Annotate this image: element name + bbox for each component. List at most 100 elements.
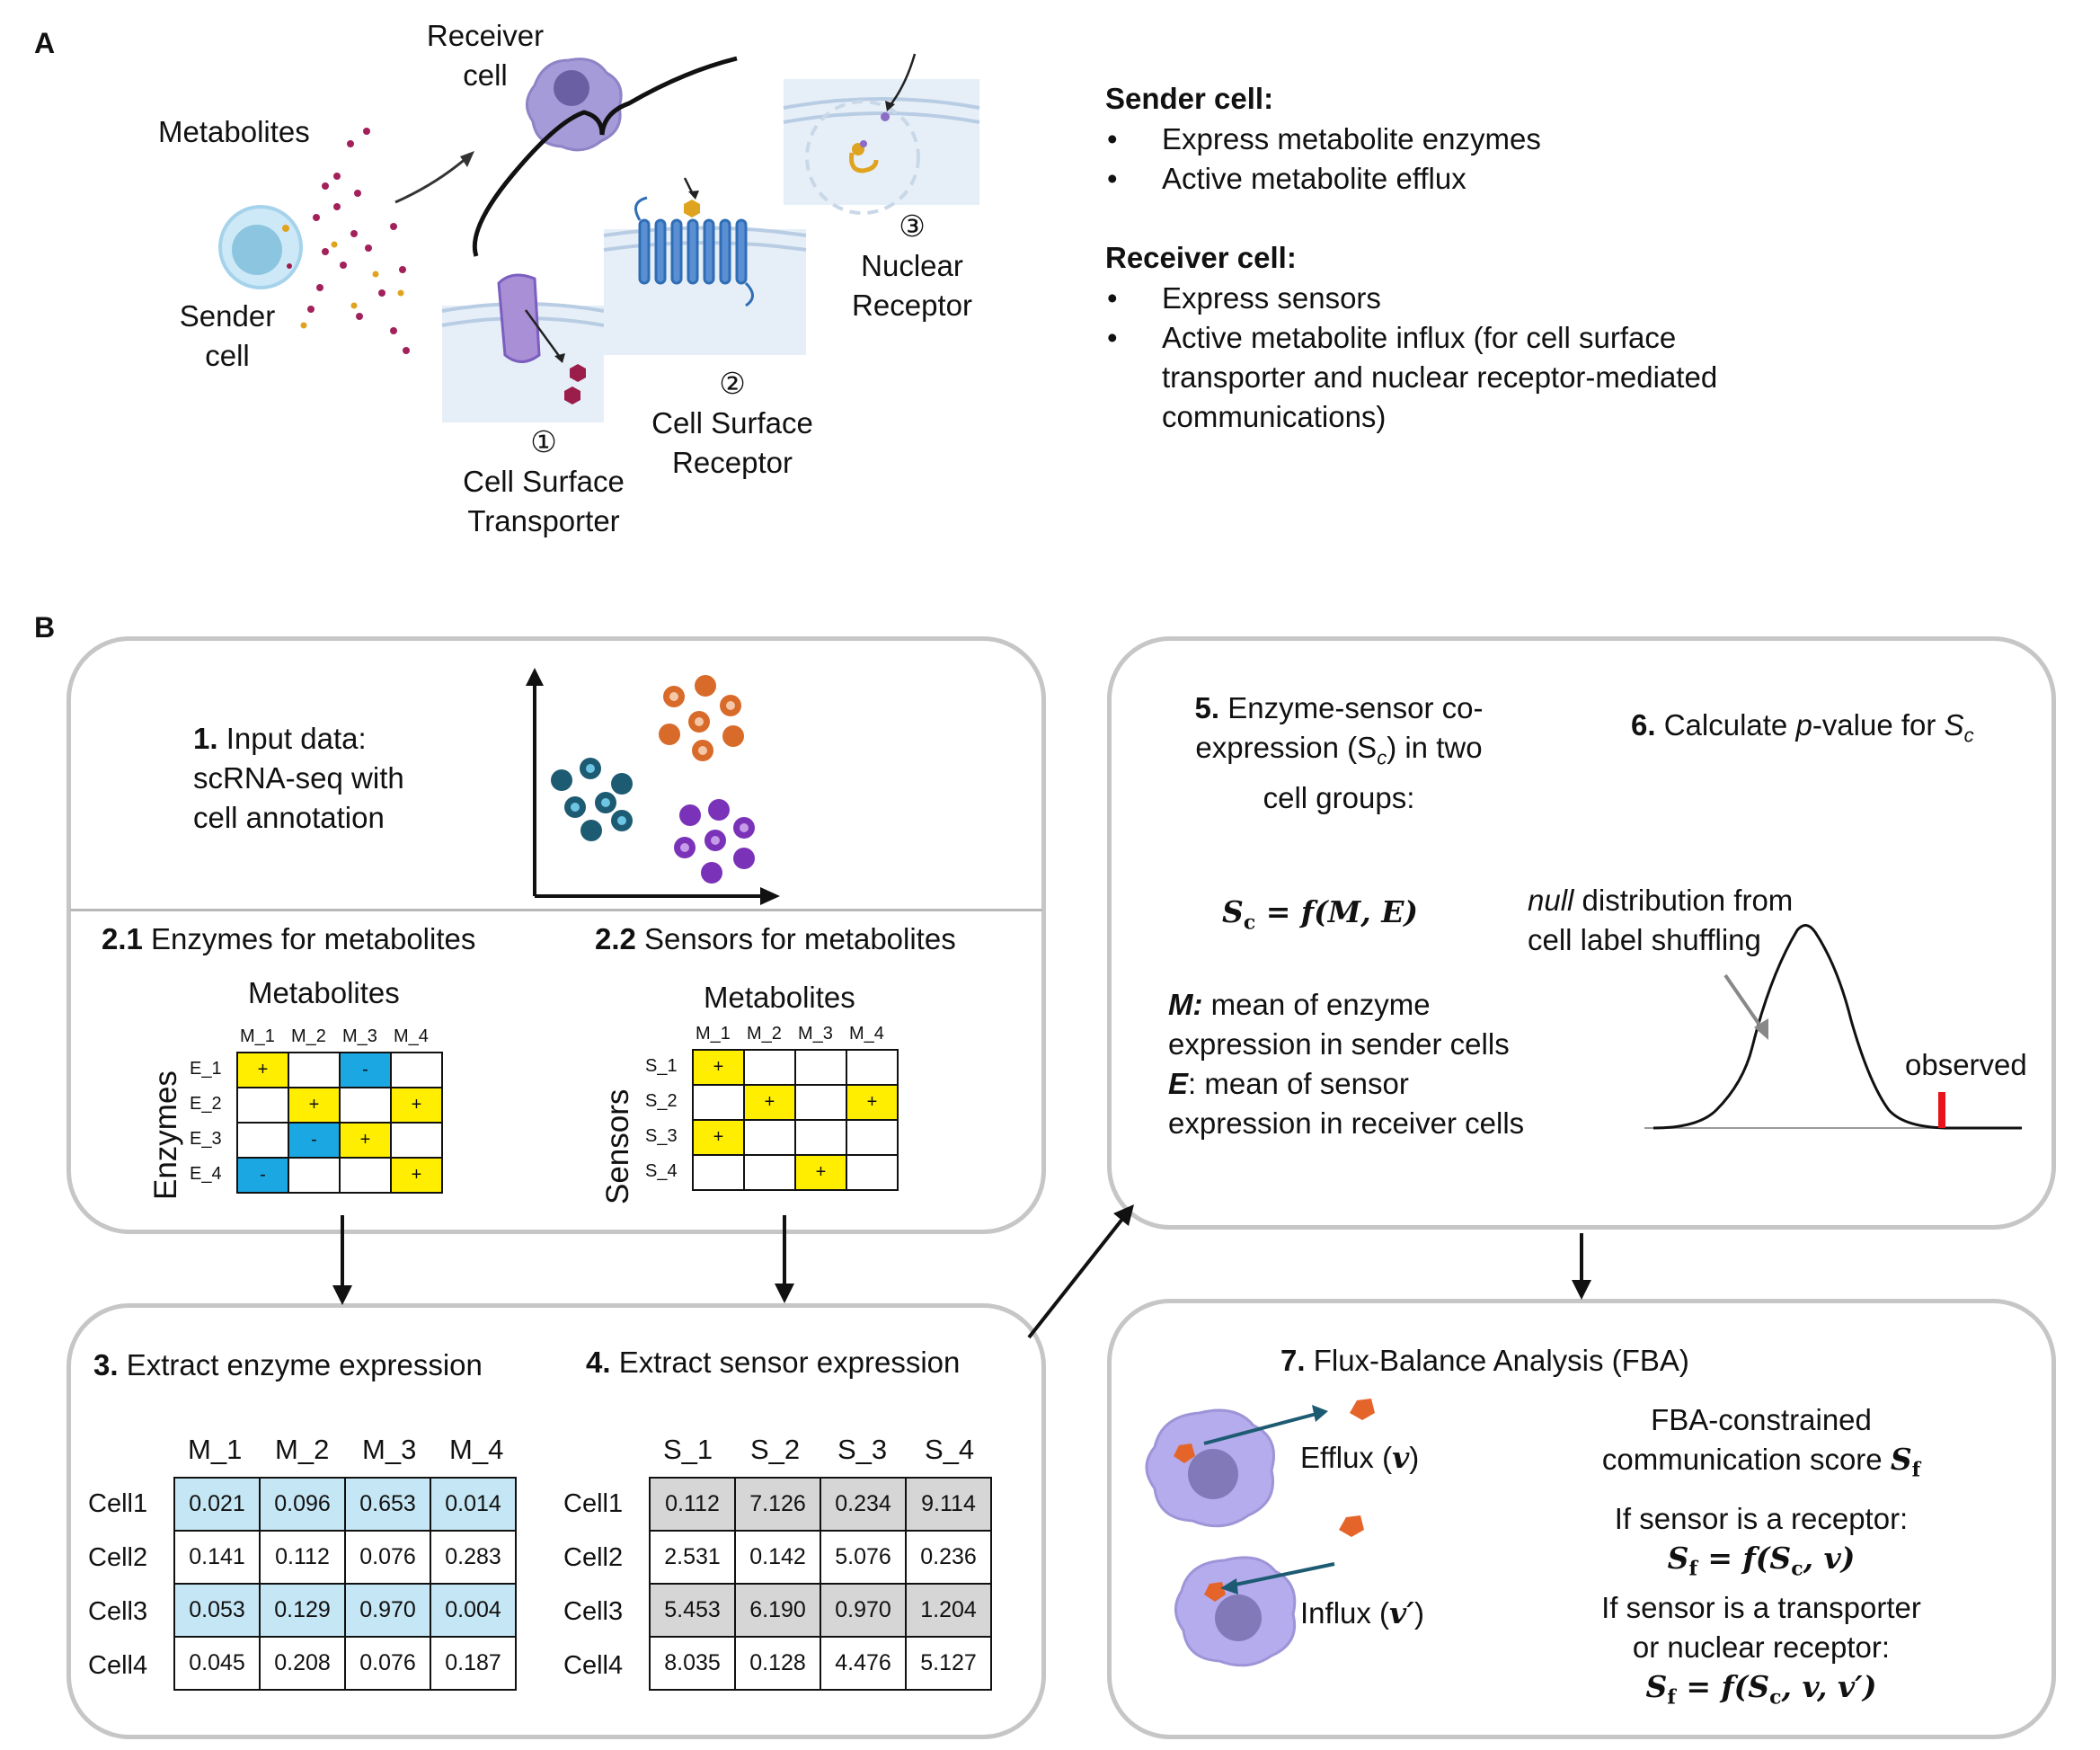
grid-row-header: E_1 (190, 1059, 222, 1079)
e-text-1: : mean of sensor (1188, 1067, 1409, 1100)
observed-label: observed (1905, 1048, 2027, 1081)
arrow-to-receiver-icon (394, 155, 468, 204)
step21-axis-title: Metabolites (248, 976, 400, 1009)
expr-col-header: M_3 (362, 1434, 417, 1465)
step1-line-1: Input data: (217, 722, 367, 755)
step5-line-3: cell groups: (1263, 780, 1415, 814)
sc-formula: Sc = f(M, E) (1222, 893, 1418, 943)
step21-title: 2.1 Enzymes for metabolites (102, 919, 475, 959)
expr-cell: 0.112 (649, 1477, 736, 1532)
arrow-step4-to-step5-icon (1027, 1204, 1134, 1339)
expr-cell: 0.053 (173, 1583, 261, 1638)
transporter-label: ① Cell Surface Transporter (431, 422, 656, 541)
receptor-illustration (603, 177, 807, 355)
fba-box (1107, 1299, 2056, 1739)
step6-title: 6. Calculate p-value for Sc (1631, 706, 1974, 756)
grid-cell: + (692, 1049, 745, 1086)
f1-rest: = f(S (1697, 1540, 1792, 1576)
grid-cell (390, 1122, 443, 1159)
grid-cell (390, 1052, 443, 1088)
grid-cell (288, 1157, 341, 1194)
f2-s: S (1645, 1669, 1668, 1705)
step6-p: p (1795, 708, 1812, 742)
score-sym: S (1890, 1442, 1912, 1477)
grid-cell (794, 1119, 847, 1156)
step1-text: 1. Input data: scRNA-seq with cell annot… (193, 719, 404, 838)
grid-col-header: M_1 (240, 1026, 275, 1046)
grid-cell (236, 1087, 289, 1124)
grid-cell (339, 1087, 392, 1124)
grid-cell (743, 1049, 796, 1086)
expr-row-label: Cell1 (88, 1489, 148, 1518)
grid-row-header: E_2 (190, 1094, 222, 1114)
sender-bullet-1-dot: • (1107, 122, 1118, 155)
grid-row-header: S_2 (645, 1091, 678, 1111)
grid-col-header: M_2 (747, 1024, 782, 1044)
receiver-cell-line-1: Receiver (426, 19, 545, 52)
null-distribution-label: null distribution from cell label shuffl… (1528, 881, 1793, 960)
f2-s-sub: f (1667, 1685, 1676, 1710)
receiver-bullet-2-dot: • (1107, 321, 1118, 354)
expr-cell: 0.096 (259, 1477, 346, 1532)
efflux-label: Efflux (v) (1300, 1440, 1420, 1475)
grid-row: + (692, 1154, 899, 1191)
grid-cell (794, 1084, 847, 1121)
grid-cell (339, 1157, 392, 1194)
coexpression-box (1107, 636, 2056, 1230)
receptor-number: ② (719, 367, 746, 400)
expr-cell: 0.045 (173, 1636, 261, 1691)
if-nuclear: or nuclear receptor: (1632, 1630, 1891, 1665)
step3-title: 3. Extract enzyme expression (93, 1346, 483, 1385)
fba-cells-illustration (1145, 1399, 1375, 1667)
grid-col-header: M_2 (291, 1026, 326, 1046)
nuclear-number: ③ (899, 209, 926, 243)
expr-cell: 0.236 (905, 1530, 992, 1585)
grid-cell: + (794, 1154, 847, 1191)
step5-line-2: expression (S (1195, 731, 1378, 764)
metabolite-dots-icon (307, 128, 410, 354)
expr-cell: 0.142 (734, 1530, 821, 1585)
grid-cell (743, 1154, 796, 1191)
transporter-number: ① (530, 425, 557, 458)
e-text-2: expression in receiver cells (1168, 1106, 1525, 1140)
grid-col-header: M_4 (394, 1026, 429, 1046)
receptor-line-2: Receptor (672, 446, 793, 479)
grid-cell (236, 1122, 289, 1159)
expr-cell: 0.970 (344, 1583, 431, 1638)
step7-title: 7. Flux-Balance Analysis (FBA) (1280, 1341, 1689, 1381)
sender-bullet-1: Express metabolite enzymes (1162, 122, 1541, 155)
expr-cell: 1.204 (905, 1583, 992, 1638)
step5-line-2b: ) in two (1387, 731, 1483, 764)
sender-bullet-2: Active metabolite efflux (1162, 162, 1466, 195)
nuclear-label: ③ Nuclear Receptor (809, 207, 1015, 325)
grid-cell: - (288, 1122, 341, 1159)
panel-b-label: B (34, 611, 56, 644)
expr-cell: 0.187 (430, 1636, 517, 1691)
transporter-illustration (441, 273, 605, 422)
expr-col-header: M_1 (188, 1434, 243, 1465)
brace-curve-icon (472, 56, 738, 257)
panel-a-illustration (218, 53, 980, 422)
step5-text: 5. Enzyme-sensor co- expression (Sc) in … (1159, 688, 1519, 818)
null-italic: null (1528, 884, 1574, 917)
f1-s-sub: f (1688, 1557, 1697, 1581)
receiver-cell-label: Receiver cell (409, 16, 562, 95)
step22-title: 2.2 Sensors for metabolites (595, 919, 956, 959)
expr-cell: 5.127 (905, 1636, 992, 1691)
step21-number: 2.1 (102, 922, 143, 955)
step22-text: Sensors for metabolites (635, 922, 956, 955)
grid-cell (794, 1049, 847, 1086)
grid-cell (692, 1084, 745, 1121)
grid-col-header: M_1 (696, 1024, 731, 1044)
grid-row: -+ (236, 1122, 443, 1159)
grid-col-header: M_3 (798, 1024, 833, 1044)
expr-cell: 0.076 (344, 1530, 431, 1585)
grid-row: + (692, 1049, 899, 1086)
step6-text: Calculate (1655, 708, 1796, 742)
expr-row-label: Cell3 (88, 1597, 148, 1626)
